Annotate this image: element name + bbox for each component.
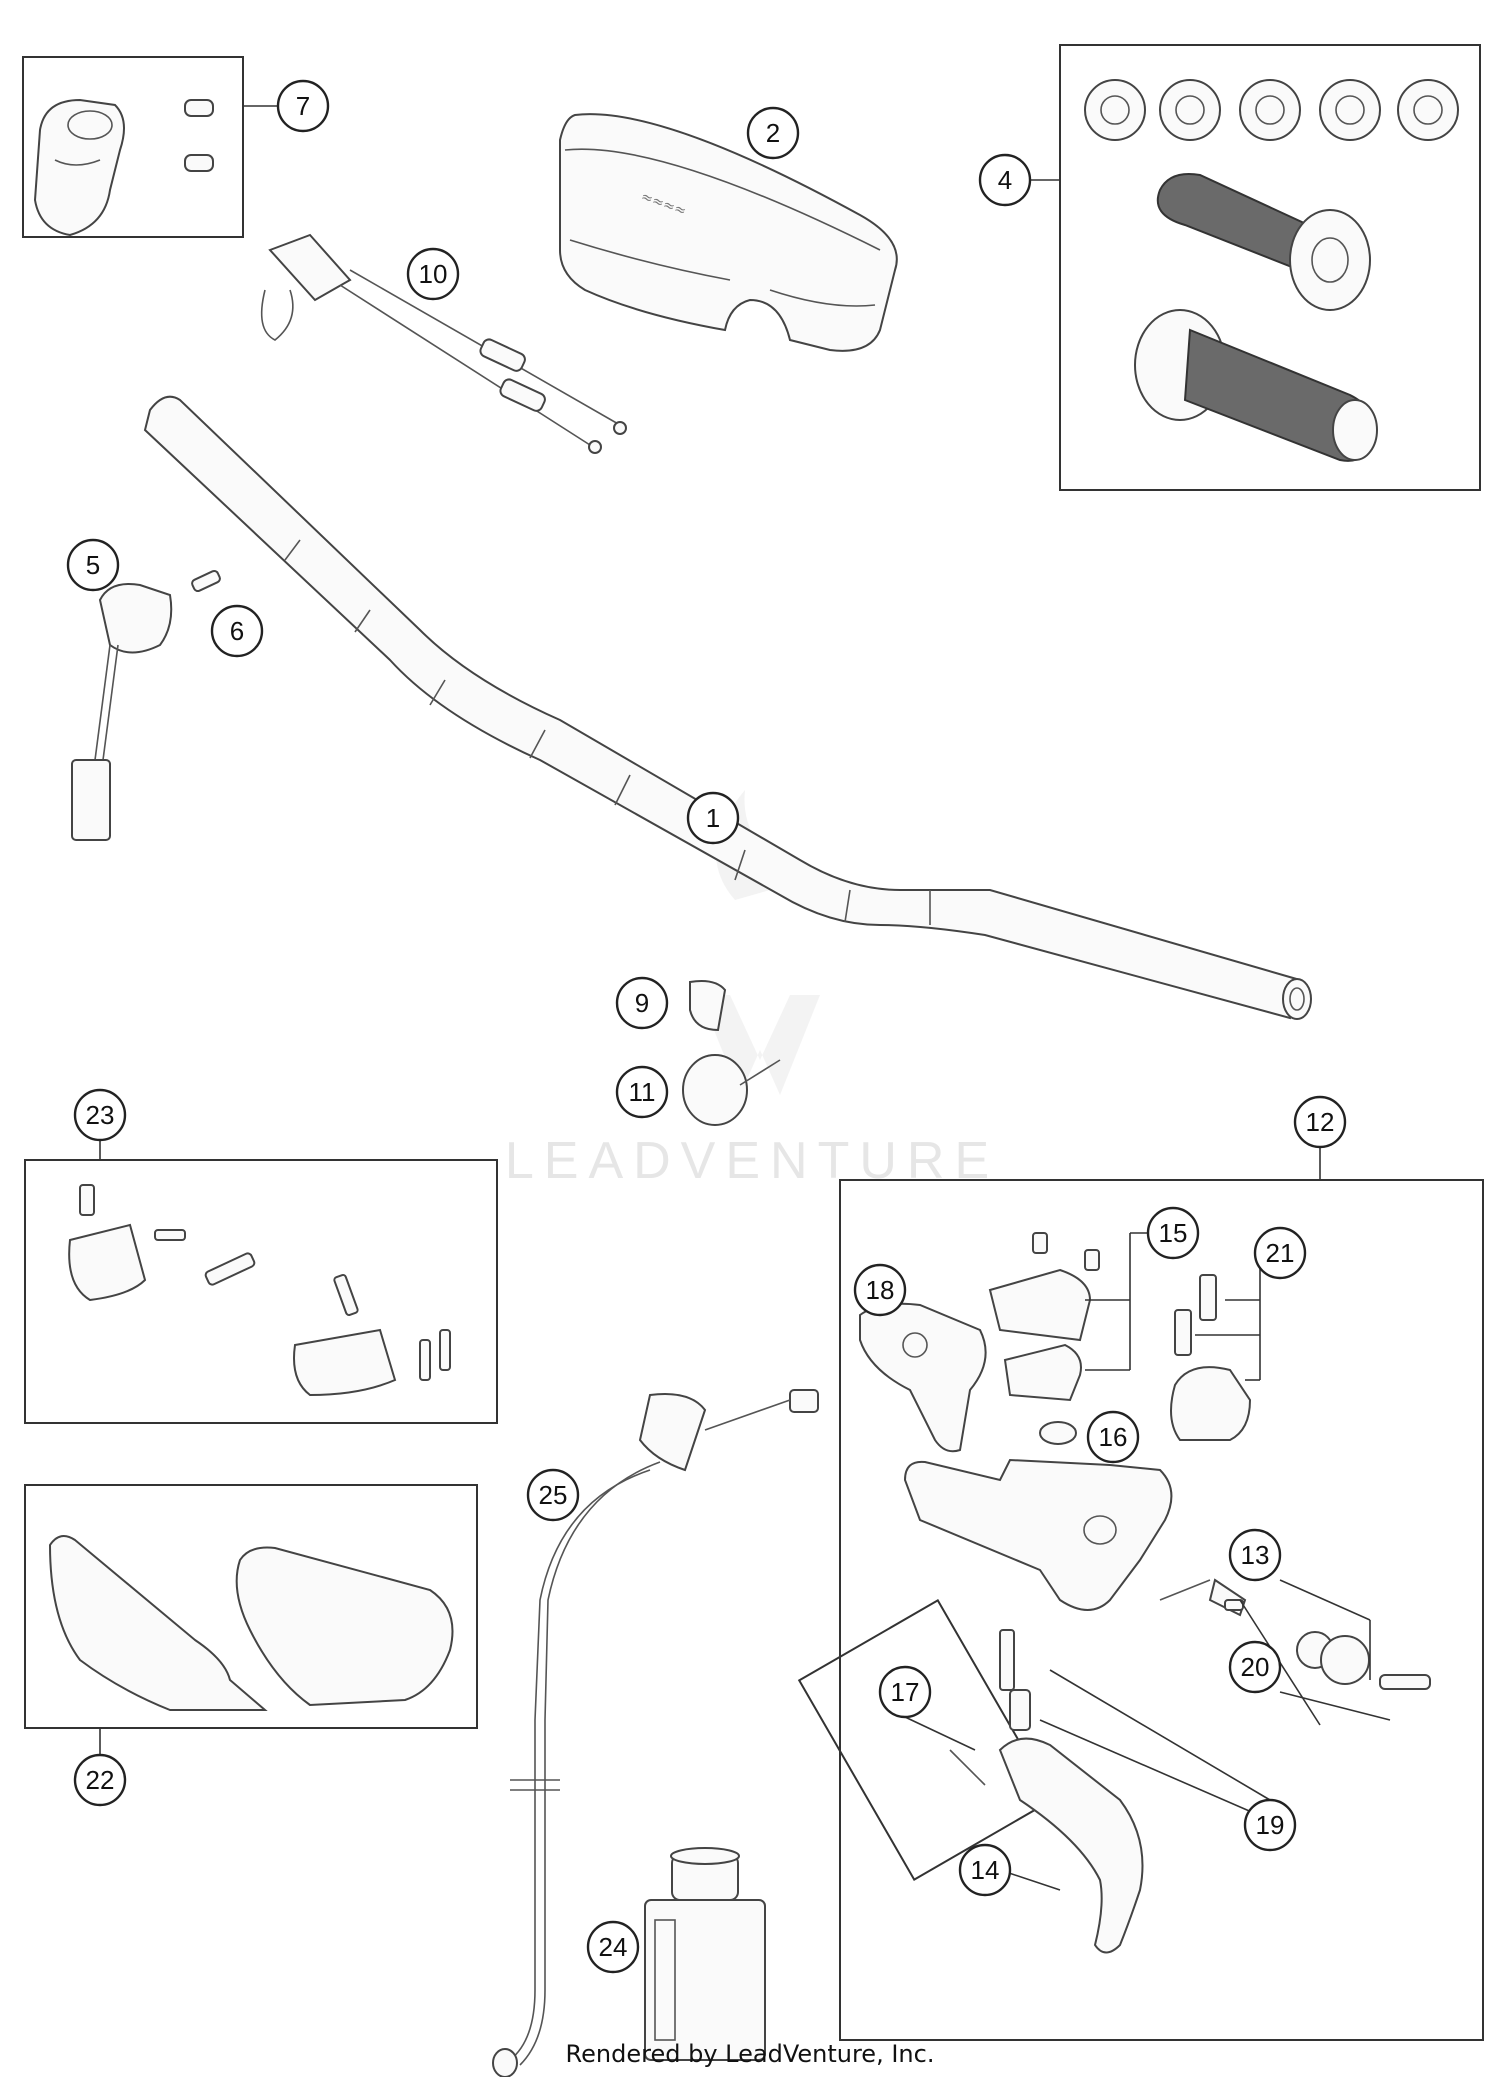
clamp-bracket [1170,1274,1252,1441]
grip-cams-row [1084,79,1459,141]
callout-2: 2 [746,106,800,160]
svg-text:11: 11 [629,1077,656,1107]
brake-fluid-bottle [644,1847,766,2061]
svg-text:4: 4 [998,165,1012,195]
callout-1: 1 [686,791,740,845]
throttle-cable-assembly [260,233,627,454]
handguard-mount-left [68,1184,256,1302]
svg-text:17: 17 [891,1677,920,1707]
svg-text:10: 10 [419,259,448,289]
callout-6: 6 [210,604,264,658]
grip-right [1156,173,1371,311]
handlebar [143,395,1312,1020]
brake-line [492,1389,819,2077]
kill-switch [71,569,221,841]
callout-12: 12 [1293,1095,1347,1149]
handguard-mount-right [293,1273,451,1397]
svg-text:21: 21 [1266,1238,1295,1268]
svg-text:24: 24 [599,1932,628,1962]
callout-14: 13 [1228,1528,1282,1582]
callout-4: 4 [978,153,1032,207]
callout-5: 5 [66,538,120,592]
box-item-4 [1059,44,1481,491]
svg-text:7: 7 [296,91,310,121]
callout-20: 20 [1228,1640,1282,1694]
callout-24: 24 [586,1920,640,1974]
svg-text:1: 1 [706,803,720,833]
callout-15: 15 [1146,1206,1200,1260]
callout-9: 9 [615,976,669,1030]
svg-text:2: 2 [766,118,780,148]
svg-text:9: 9 [635,988,649,1018]
clamp-part [689,980,727,1032]
svg-text:12: 12 [1306,1107,1335,1137]
box-lever [797,1599,1055,1881]
callout-23: 23 [73,1088,127,1142]
watermark-text: LEADVENTURE [505,1132,999,1190]
callout-18: 18 [853,1263,907,1317]
callout-19: 19 [1243,1798,1297,1852]
master-cylinder [903,1458,1247,1617]
box-item-22 [24,1484,478,1729]
callout-13: 14 [958,1843,1012,1897]
brake-lever [949,1629,1144,1954]
svg-text:20: 20 [1241,1652,1270,1682]
callout-22: 22 [73,1753,127,1807]
callout-16: 16 [1086,1410,1140,1464]
svg-text:5: 5 [86,550,100,580]
grip-left [1134,309,1378,462]
handguards [48,1535,454,1711]
leader-lines [99,1140,1391,1891]
svg-text:25: 25 [539,1480,568,1510]
svg-text:14: 14 [971,1855,1000,1885]
callout-21: 21 [1253,1226,1307,1280]
box-item-12 [839,1179,1484,2041]
svg-text:19: 19 [1256,1810,1285,1840]
callout-25: 25 [526,1468,580,1522]
callout-11: 11 [615,1065,669,1119]
throttle-housing [33,98,214,237]
svg-text:13: 13 [1241,1540,1270,1570]
callout-17: 17 [878,1665,932,1719]
svg-text:15: 15 [1159,1218,1188,1248]
lever-guard [859,1302,987,1453]
box-item-23 [24,1159,498,1424]
svg-text:22: 22 [86,1765,115,1795]
cable-tie [682,1054,781,1126]
callout-10: 10 [406,247,460,301]
footer-credit: Rendered by LeadVenture, Inc. [566,2040,935,2068]
callout-7: 7 [276,79,330,133]
handlebar-pad: ≈≈≈≈ [559,113,898,352]
svg-text:18: 18 [866,1275,895,1305]
diaphragm [1039,1421,1077,1445]
piston-kit [1296,1631,1431,1690]
reservoir-cap [988,1232,1100,1402]
svg-text:23: 23 [86,1100,115,1130]
svg-text:6: 6 [230,616,244,646]
svg-text:16: 16 [1099,1422,1128,1452]
box-item-7 [22,56,244,238]
